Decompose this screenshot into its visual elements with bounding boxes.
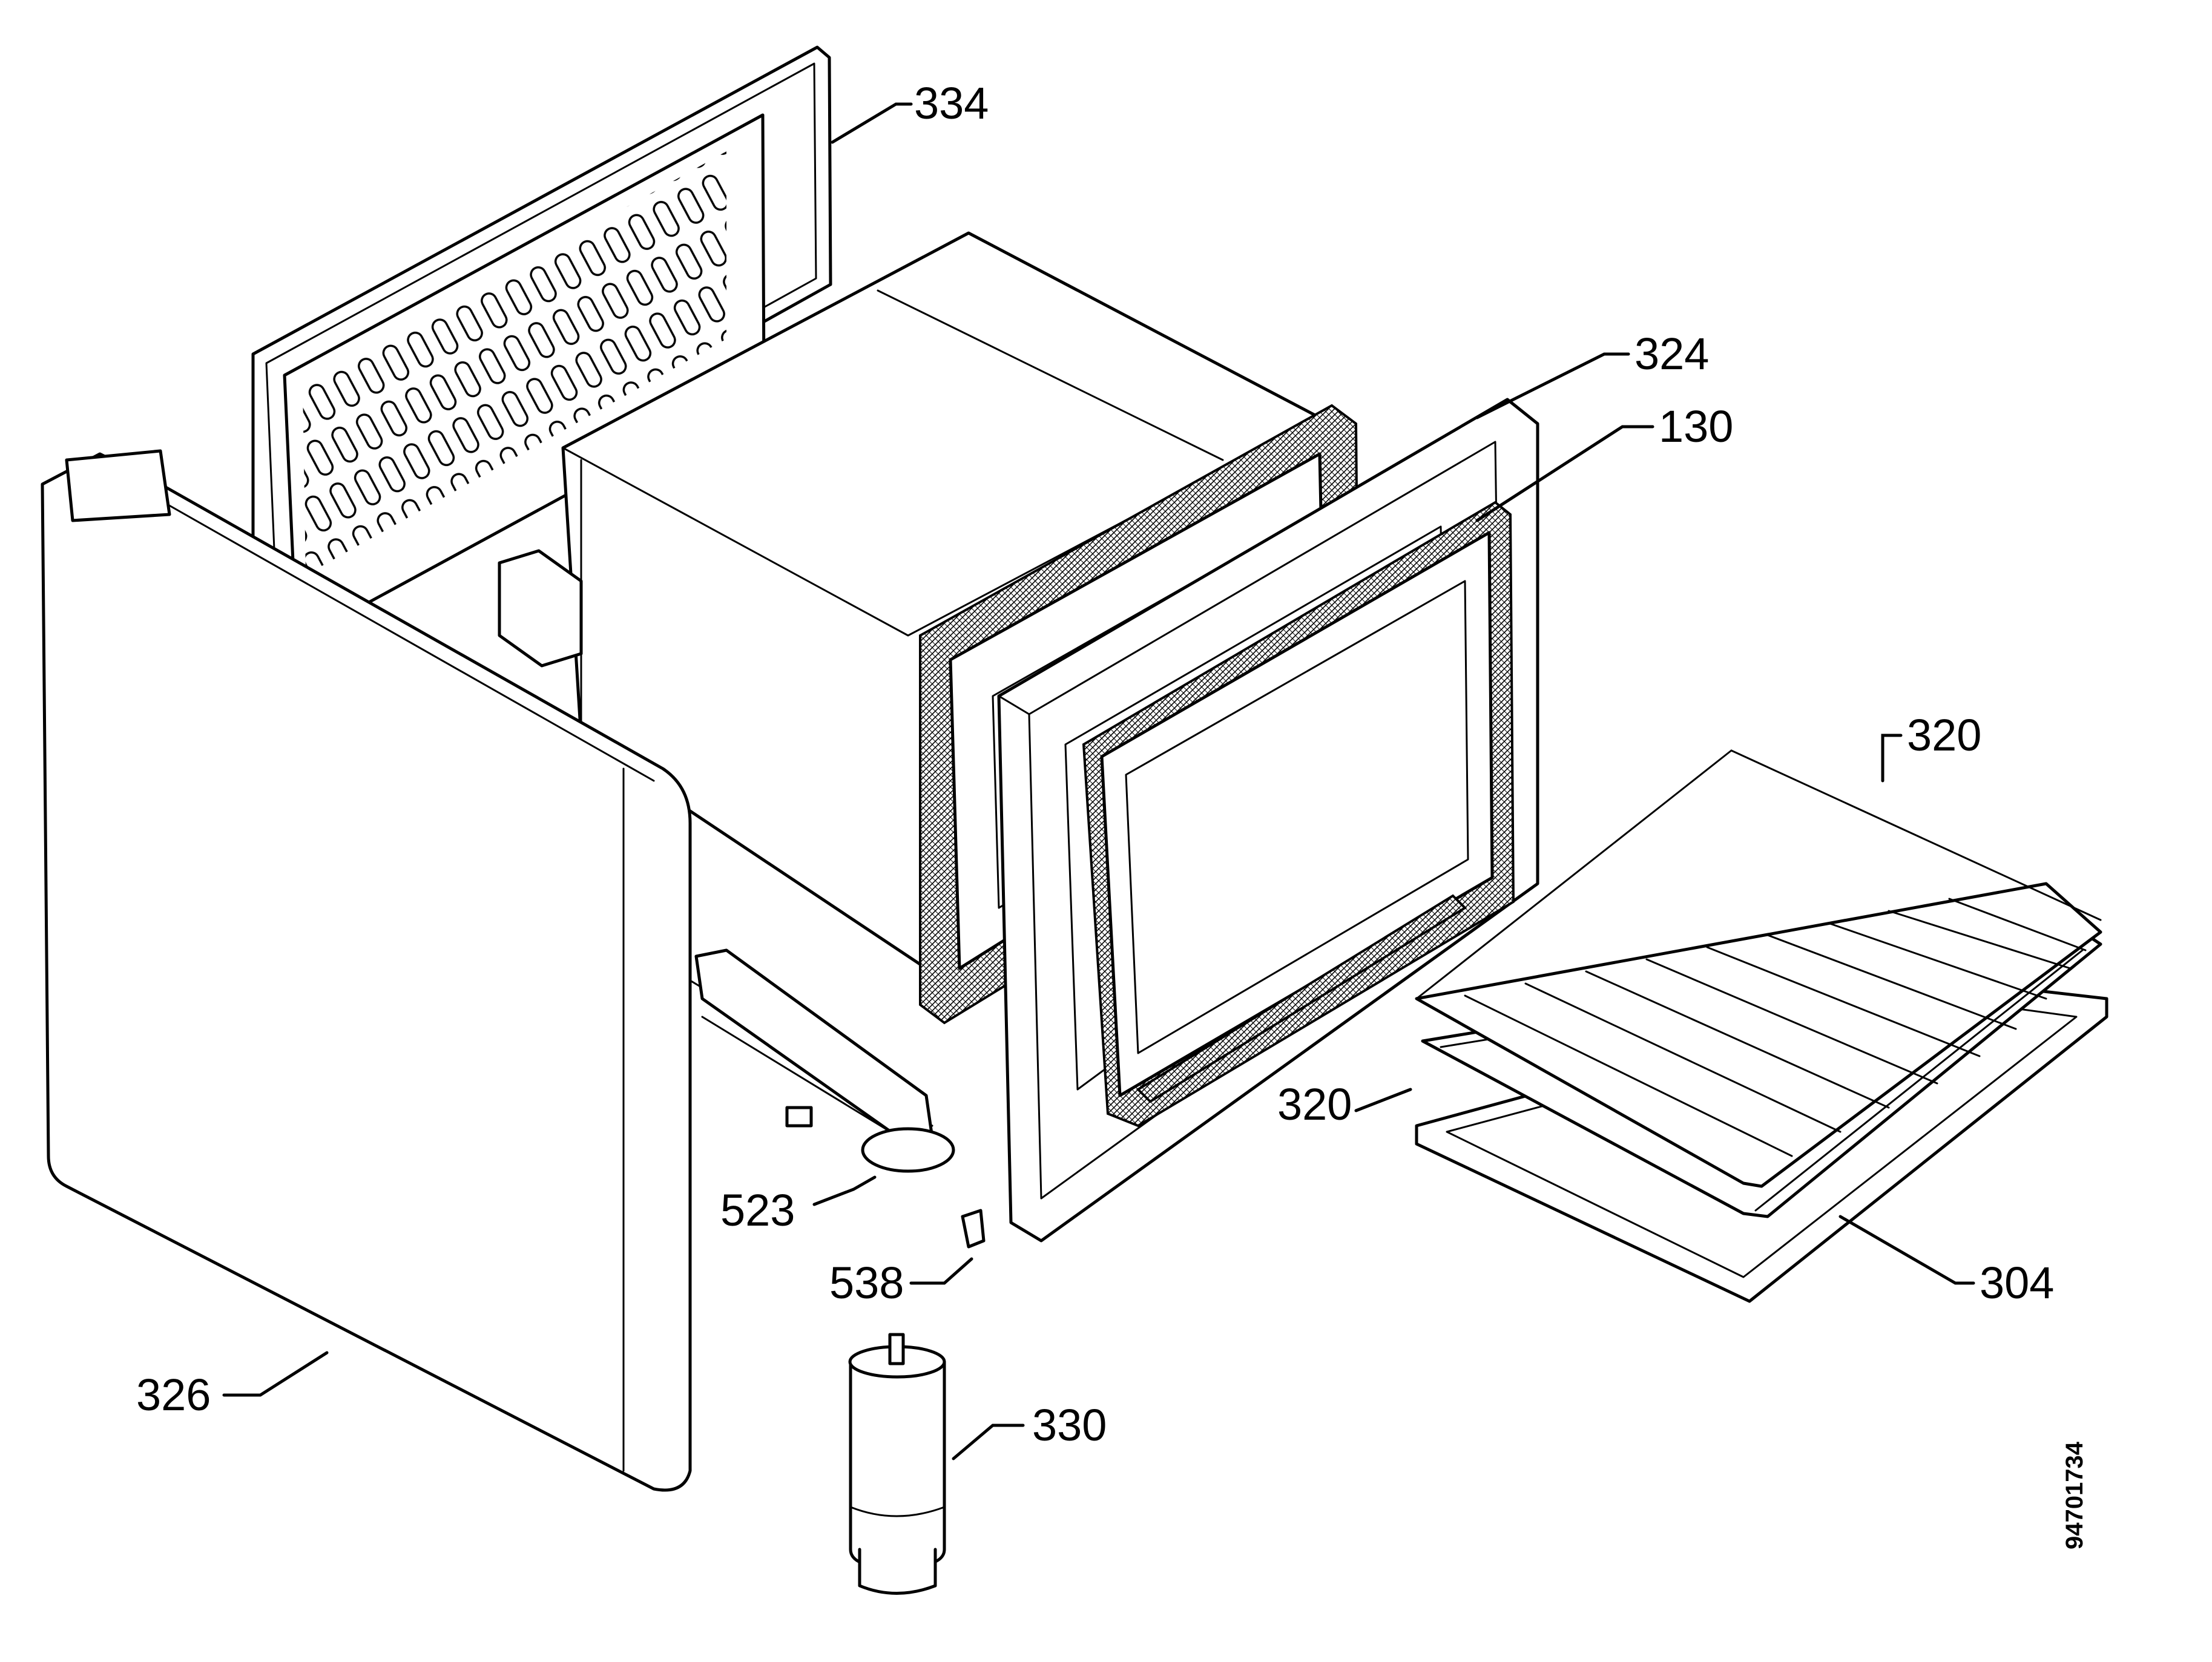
side-panel-326 [41,449,692,1492]
side-rail-523 [694,948,955,1173]
document-id: 94701734 [2061,1441,2088,1549]
callout-330: 330 [1032,1400,1107,1450]
callout-130: 130 [1659,401,1733,452]
callout-304: 304 [1980,1258,2054,1308]
callout-523: 523 [720,1185,795,1235]
rear-panel-334 [251,45,832,643]
callout-324: 324 [1634,329,1709,379]
oven-rack-320 [1415,749,2102,1188]
callout-320-lower: 320 [1277,1079,1352,1129]
clip-538 [961,1209,986,1249]
adjustable-foot-330 [848,1333,946,1595]
callout-538: 538 [829,1258,904,1308]
door-seal-130 [1082,501,1515,1128]
callout-326: 326 [136,1370,211,1420]
callout-320-rack: 320 [1907,710,1981,760]
callout-334: 334 [914,78,989,128]
leader-lines [222,102,1975,1460]
